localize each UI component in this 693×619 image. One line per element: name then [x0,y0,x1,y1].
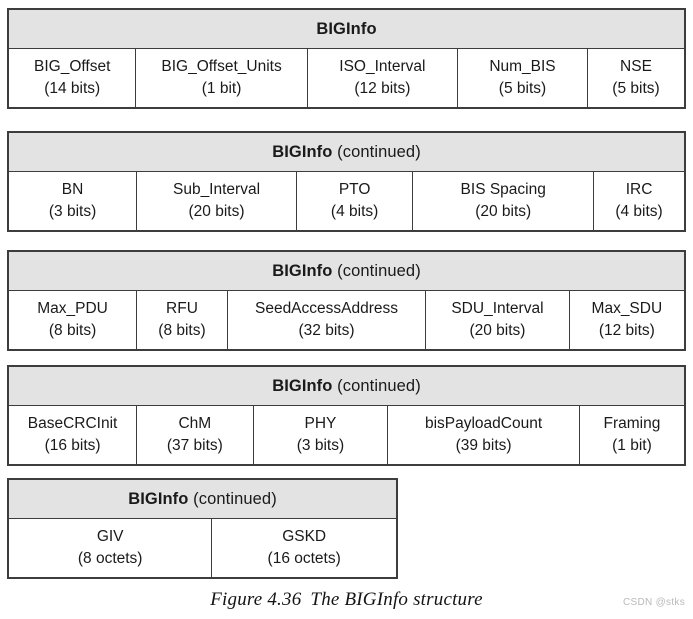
table-field-row: Max_PDU (8 bits) RFU (8 bits) SeedAccessAddr… [7,290,686,351]
field-cell: Max_PDU (8 bits) [7,290,138,351]
field-name: bisPayloadCount [424,414,543,432]
field-name: GSKD [282,527,327,545]
field-name: Num_BIS [489,57,556,75]
field-name: PHY [304,414,337,432]
field-size: (16 octets) [267,550,341,567]
field-size: (4 bits) [330,203,379,220]
field-name: ChM [178,414,212,432]
field-size: (3 bits) [48,203,97,220]
field-cell: bisPayloadCount (39 bits) [387,405,580,466]
field-size: (12 bits) [354,80,411,97]
table-header-row: BIGInfo (continued) [7,478,398,519]
field-size: (8 bits) [158,322,206,339]
table-field-row: BIG_Offset (14 bits) BIG_Offset_Units (1 bi… [7,48,686,109]
table-header-continued: (continued) [337,376,421,395]
field-cell: PTO (4 bits) [295,171,414,232]
field-size: (8 bits) [48,322,97,339]
field-name: IRC [625,180,653,198]
table-header-cell: BIGInfo [7,8,686,49]
field-name: Framing [603,414,661,432]
field-name: BN [61,180,84,198]
field-cell: GSKD (16 octets) [211,518,398,579]
table-header-row: BIGInfo (continued) [7,365,686,406]
table-header-cell: BIGInfo (continued) [7,250,686,291]
figure-caption: Figure 4.36 The BIGInfo structure [0,589,693,611]
field-size: (1 bit) [201,80,242,97]
watermark: CSDN @stks [622,597,685,608]
field-cell: BaseCRCInit (16 bits) [7,405,138,466]
field-name: SeedAccessAddress [254,299,399,317]
field-cell: PHY (3 bits) [252,405,389,466]
table-field-row: GIV (8 octets) GSKD (16 octets) [7,518,398,579]
field-name: BIG_Offset_Units [161,57,282,75]
field-cell: ChM (37 bits) [136,405,254,466]
field-size: (37 bits) [166,437,223,454]
field-cell: Sub_Interval (20 bits) [136,171,297,232]
table-header-row: BIGInfo (continued) [7,131,686,172]
field-name: Max_PDU [37,299,108,317]
field-name: NSE [620,57,652,75]
field-name: RFU [166,299,198,317]
table-header-title: BIGInfo [272,261,333,280]
field-cell: Num_BIS (5 bits) [457,48,588,109]
table-header-row: BIGInfo [7,8,686,49]
field-name: Max_SDU [591,299,663,317]
table-header-continued: (continued) [337,142,421,161]
field-name: Sub_Interval [172,180,261,198]
field-size: (5 bits) [498,80,547,97]
field-cell: IRC (4 bits) [593,171,686,232]
field-size: (3 bits) [296,437,345,454]
table-field-row: BN (3 bits) Sub_Interval (20 bits) PTO (4 bit… [7,171,686,232]
table-header-continued: (continued) [337,261,421,280]
biginfo-table-3: BIGInfo (continued) BaseCRCInit (16 bits) C… [7,365,686,466]
field-cell: Max_SDU (12 bits) [568,290,686,351]
field-size: (4 bits) [615,203,663,220]
field-name: GIV [96,527,124,545]
field-size: (1 bit) [612,437,652,454]
field-cell: Framing (1 bit) [578,405,686,466]
biginfo-table-2: BIGInfo (continued) Max_PDU (8 bits) RFU (8 … [7,250,686,351]
table-header-continued: (continued) [193,489,277,508]
table-field-row: BaseCRCInit (16 bits) ChM (37 bits) PHY (3 bi… [7,405,686,466]
field-name: PTO [338,180,371,198]
field-cell: BIG_Offset_Units (1 bit) [135,48,308,109]
field-name: BIS Spacing [460,180,546,198]
field-name: SDU_Interval [451,299,544,317]
field-size: (32 bits) [298,322,355,339]
table-header-title: BIGInfo [128,489,189,508]
field-cell: RFU (8 bits) [136,290,228,351]
figure-caption-number: Figure 4.36 [210,589,302,610]
field-name: ISO_Interval [339,57,426,75]
field-size: (20 bits) [469,322,526,339]
figure-caption-text: The BIGInfo structure [310,589,483,610]
field-size: (8 octets) [77,550,143,567]
field-size: (20 bits) [475,203,532,220]
field-cell: BN (3 bits) [7,171,138,232]
field-cell: GIV (8 octets) [7,518,213,579]
table-header-title: BIGInfo [272,142,333,161]
field-cell: BIG_Offset (14 bits) [7,48,137,109]
table-header-cell: BIGInfo (continued) [7,478,398,519]
field-size: (16 bits) [44,437,101,454]
field-size: (20 bits) [188,203,245,220]
field-cell: NSE (5 bits) [586,48,686,109]
table-header-cell: BIGInfo (continued) [7,131,686,172]
table-header-title: BIGInfo [272,376,333,395]
field-cell: SeedAccessAddress (32 bits) [226,290,427,351]
biginfo-table-4: BIGInfo (continued) GIV (8 octets) GSKD (16 … [7,478,398,579]
field-size: (39 bits) [455,437,512,454]
table-header-row: BIGInfo (continued) [7,250,686,291]
field-size: (5 bits) [612,80,660,97]
field-size: (12 bits) [598,322,655,339]
field-size: (14 bits) [44,80,101,97]
field-cell: ISO_Interval (12 bits) [306,48,459,109]
field-cell: BIS Spacing (20 bits) [412,171,595,232]
field-name: BIG_Offset [34,57,111,75]
field-name: BaseCRCInit [27,414,118,432]
table-header-cell: BIGInfo (continued) [7,365,686,406]
table-header-title: BIGInfo [316,19,377,38]
field-cell: SDU_Interval (20 bits) [425,290,570,351]
biginfo-table-1: BIGInfo (continued) BN (3 bits) Sub_Interva… [7,131,686,232]
